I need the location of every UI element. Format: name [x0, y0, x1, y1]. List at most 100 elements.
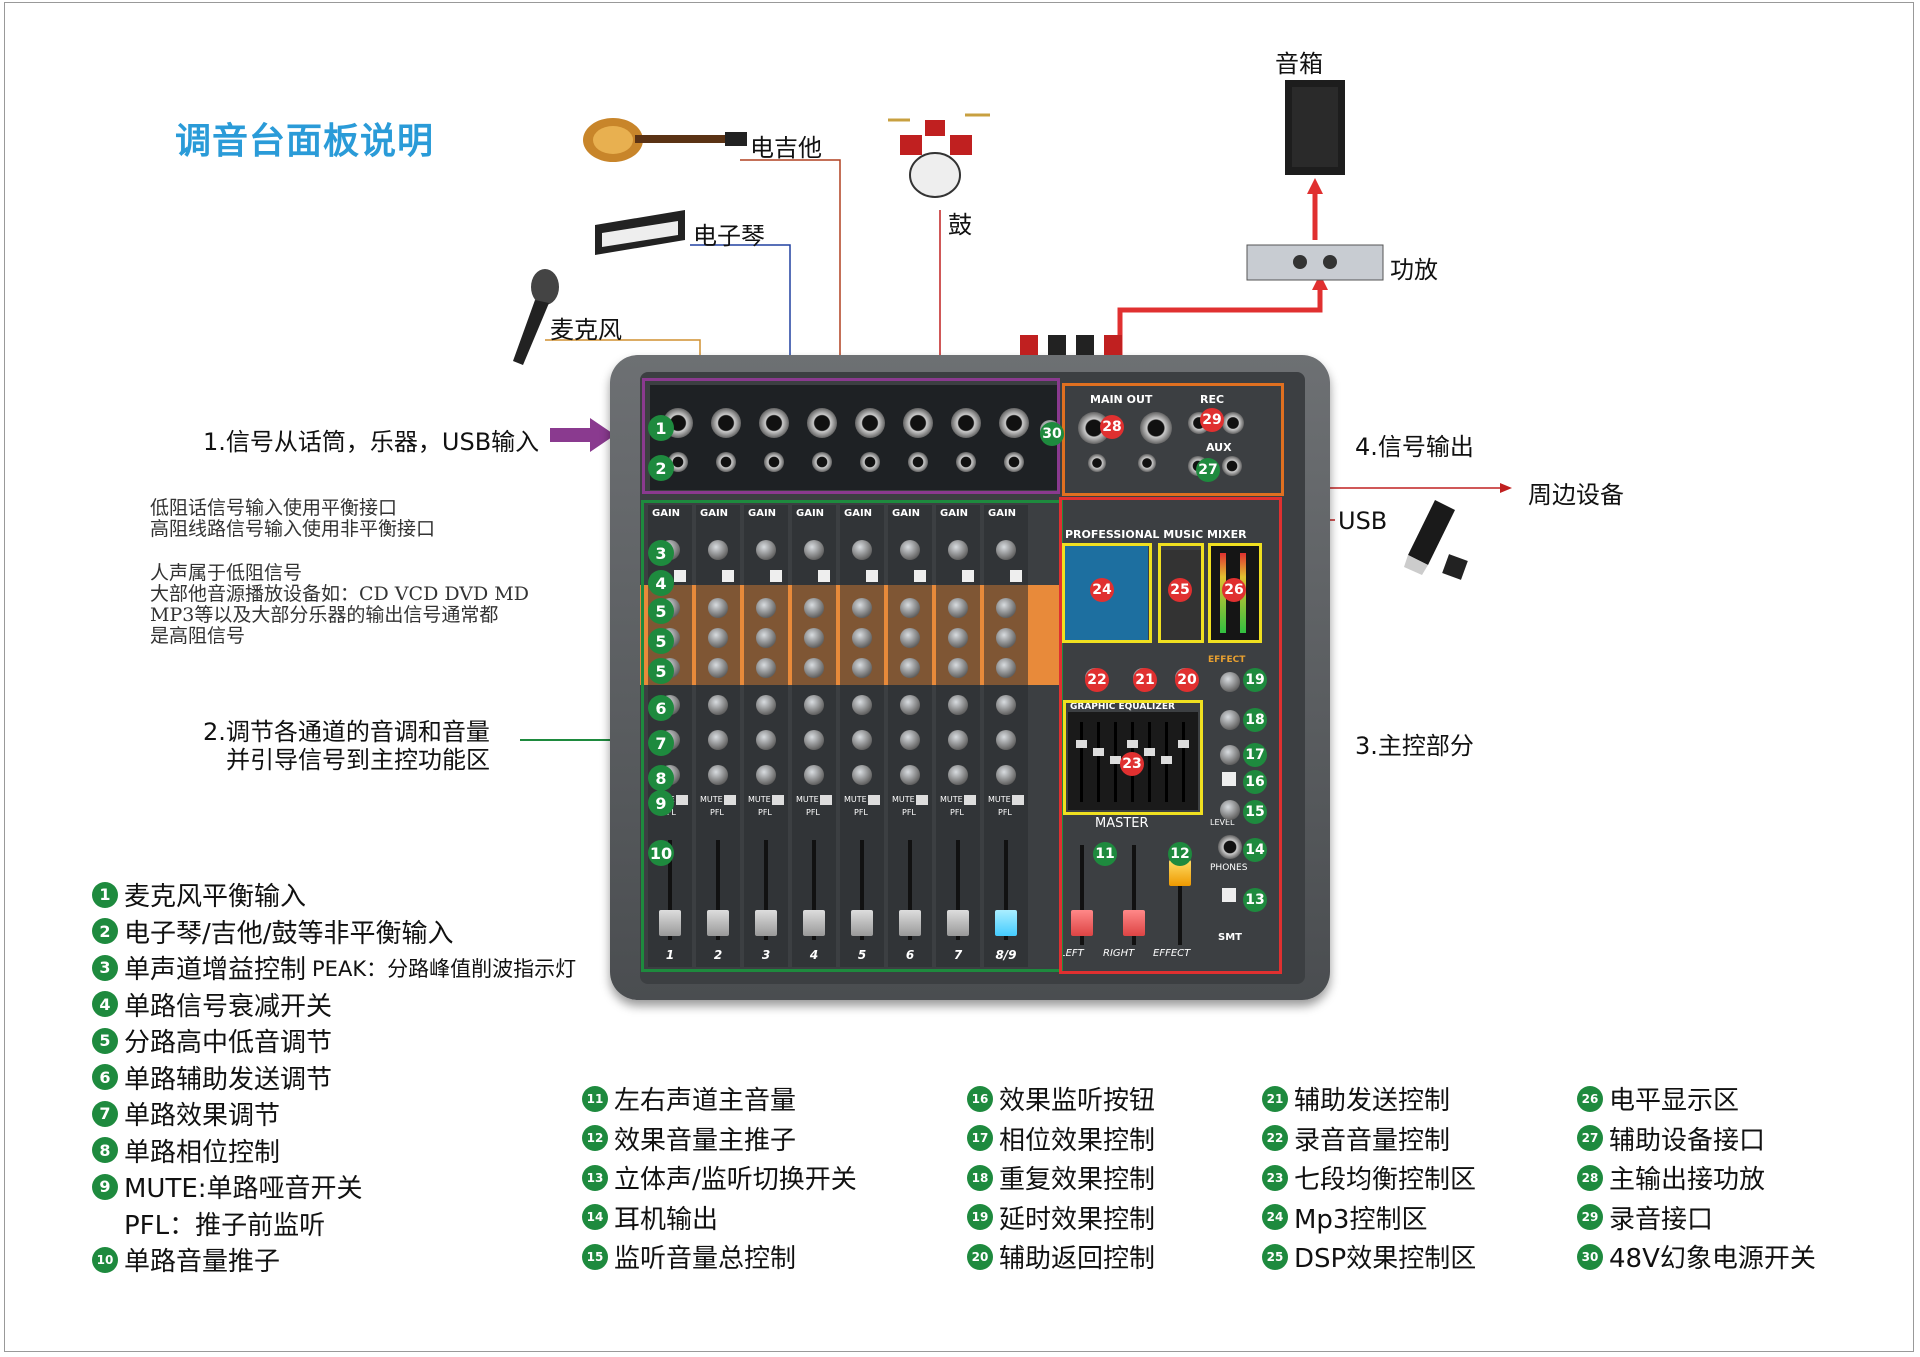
mute-button[interactable]	[820, 795, 832, 805]
pad-switch[interactable]	[1010, 570, 1022, 582]
eq-slider[interactable]	[1161, 756, 1172, 764]
stereo-monitor-switch[interactable]	[1222, 888, 1236, 902]
eq-knob[interactable]	[804, 658, 824, 678]
gain-knob[interactable]	[756, 540, 776, 560]
eq-knob[interactable]	[948, 658, 968, 678]
channel-fader[interactable]	[947, 910, 969, 936]
line-input-jack[interactable]	[908, 452, 928, 472]
eq-knob[interactable]	[948, 628, 968, 648]
mute-button[interactable]	[1012, 795, 1024, 805]
rec-jack-right[interactable]	[1222, 412, 1244, 434]
eq-knob[interactable]	[948, 598, 968, 618]
send-knob[interactable]	[756, 765, 776, 785]
eq-knob[interactable]	[756, 598, 776, 618]
eq-knob[interactable]	[756, 628, 776, 648]
line-input-jack[interactable]	[764, 452, 784, 472]
channel-fader[interactable]	[851, 910, 873, 936]
eq-slider[interactable]	[1110, 756, 1121, 764]
line-input-jack[interactable]	[956, 452, 976, 472]
gain-knob[interactable]	[708, 540, 728, 560]
send-knob[interactable]	[804, 730, 824, 750]
eq-knob[interactable]	[852, 628, 872, 648]
effect-pfl-button[interactable]	[1222, 772, 1236, 786]
repeat-knob[interactable]	[1220, 710, 1240, 730]
eq-knob[interactable]	[996, 658, 1016, 678]
send-knob[interactable]	[948, 695, 968, 715]
send-knob[interactable]	[948, 730, 968, 750]
pad-switch[interactable]	[962, 570, 974, 582]
send-knob[interactable]	[708, 765, 728, 785]
eq-slider[interactable]	[1144, 748, 1155, 756]
channel-fader[interactable]	[659, 910, 681, 936]
eq-slider[interactable]	[1076, 740, 1087, 748]
mute-button[interactable]	[916, 795, 928, 805]
eq-knob[interactable]	[708, 658, 728, 678]
pad-switch[interactable]	[914, 570, 926, 582]
eq-knob[interactable]	[996, 628, 1016, 648]
right-master-fader[interactable]	[1123, 910, 1145, 936]
xlr-input-jack[interactable]	[855, 408, 885, 438]
pad-switch[interactable]	[818, 570, 830, 582]
main-out-trs-left[interactable]	[1088, 454, 1106, 472]
gain-knob[interactable]	[948, 540, 968, 560]
channel-fader[interactable]	[995, 910, 1017, 936]
eq-knob[interactable]	[900, 658, 920, 678]
line-input-jack[interactable]	[812, 452, 832, 472]
delay-knob[interactable]	[1220, 672, 1240, 692]
gain-knob[interactable]	[900, 540, 920, 560]
line-input-jack[interactable]	[1004, 452, 1024, 472]
send-knob[interactable]	[756, 695, 776, 715]
eq-knob[interactable]	[996, 598, 1016, 618]
eq-knob[interactable]	[708, 598, 728, 618]
left-master-fader[interactable]	[1071, 910, 1093, 936]
gain-knob[interactable]	[804, 540, 824, 560]
send-knob[interactable]	[948, 765, 968, 785]
send-knob[interactable]	[804, 695, 824, 715]
xlr-input-jack[interactable]	[711, 408, 741, 438]
send-knob[interactable]	[900, 695, 920, 715]
line-input-jack[interactable]	[716, 452, 736, 472]
effect-master-fader[interactable]	[1169, 860, 1191, 886]
xlr-input-jack[interactable]	[951, 408, 981, 438]
line-input-jack[interactable]	[860, 452, 880, 472]
mute-button[interactable]	[772, 795, 784, 805]
send-knob[interactable]	[900, 765, 920, 785]
xlr-input-jack[interactable]	[807, 408, 837, 438]
headphone-jack[interactable]	[1218, 835, 1242, 859]
send-knob[interactable]	[804, 765, 824, 785]
pad-switch[interactable]	[722, 570, 734, 582]
xlr-input-jack[interactable]	[903, 408, 933, 438]
channel-fader[interactable]	[755, 910, 777, 936]
xlr-input-jack[interactable]	[759, 408, 789, 438]
send-knob[interactable]	[852, 730, 872, 750]
xlr-input-jack[interactable]	[999, 408, 1029, 438]
eq-slider[interactable]	[1127, 740, 1138, 748]
mute-button[interactable]	[676, 795, 688, 805]
eq-knob[interactable]	[804, 598, 824, 618]
eq-knob[interactable]	[900, 628, 920, 648]
gain-knob[interactable]	[852, 540, 872, 560]
monitor-level-knob[interactable]	[1220, 800, 1240, 820]
send-knob[interactable]	[900, 730, 920, 750]
mute-button[interactable]	[724, 795, 736, 805]
send-knob[interactable]	[996, 695, 1016, 715]
phase-knob[interactable]	[1220, 745, 1240, 765]
gain-knob[interactable]	[996, 540, 1016, 560]
mute-button[interactable]	[868, 795, 880, 805]
eq-knob[interactable]	[852, 598, 872, 618]
eq-knob[interactable]	[708, 628, 728, 648]
mute-button[interactable]	[964, 795, 976, 805]
pad-switch[interactable]	[770, 570, 782, 582]
send-knob[interactable]	[708, 730, 728, 750]
aux-return-jack[interactable]	[1222, 456, 1242, 476]
channel-fader[interactable]	[707, 910, 729, 936]
main-out-right-jack[interactable]	[1140, 412, 1172, 444]
send-knob[interactable]	[756, 730, 776, 750]
eq-knob[interactable]	[756, 658, 776, 678]
send-knob[interactable]	[996, 730, 1016, 750]
send-knob[interactable]	[708, 695, 728, 715]
pad-switch[interactable]	[866, 570, 878, 582]
eq-slider[interactable]	[1178, 740, 1189, 748]
eq-knob[interactable]	[900, 598, 920, 618]
channel-fader[interactable]	[899, 910, 921, 936]
